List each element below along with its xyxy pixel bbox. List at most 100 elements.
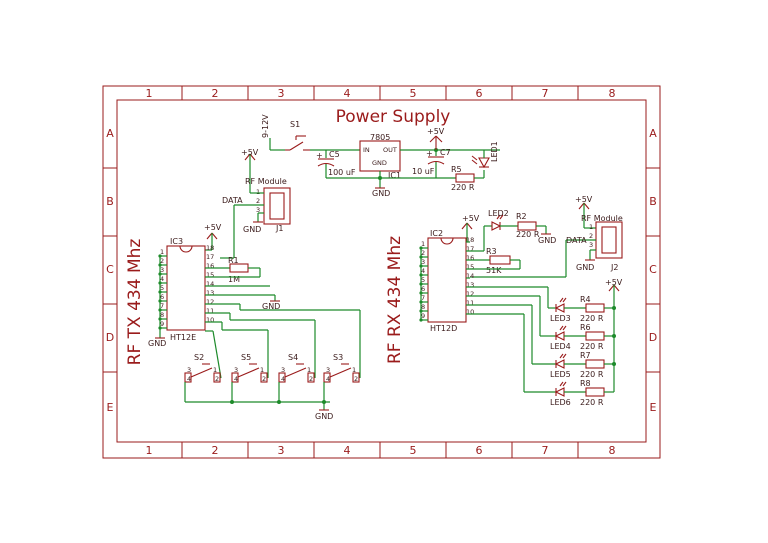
r8-ref: R8 [580, 379, 591, 388]
svg-text:3: 3 [256, 206, 260, 214]
output-led3: LED3 R4 220 R [548, 295, 616, 323]
led5-label: LED5 [550, 370, 571, 379]
ic3-ref: IC3 [170, 237, 183, 246]
col-6-bottom: 6 [476, 444, 483, 457]
col-8-bottom: 8 [609, 444, 616, 457]
col-3-top: 3 [278, 87, 285, 100]
svg-text:10: 10 [206, 316, 214, 324]
switch-s1-label: S1 [290, 120, 300, 129]
ic3-part: HT12E [170, 333, 196, 342]
rx-left-pin-wires [419, 246, 428, 322]
switch-s2-label: S2 [194, 353, 204, 362]
c7-vcc-label: +5V [427, 127, 445, 136]
svg-text:7: 7 [160, 302, 164, 310]
reg-in-label: IN [363, 146, 370, 154]
j1-module-label: RF Module [245, 177, 287, 186]
ic2-part: HT12D [430, 324, 457, 333]
j1-ref: J1 [275, 224, 283, 233]
r6-value: 220 R [580, 342, 604, 351]
j2-module-label: RF Module [581, 214, 623, 223]
svg-text:3: 3 [326, 366, 330, 374]
svg-text:4: 4 [281, 375, 285, 383]
connector-j2: 1 2 3 J2 [589, 221, 623, 272]
svg-text:2: 2 [589, 232, 593, 240]
row-c-right: C [649, 263, 657, 276]
switch-s1: S1 [285, 120, 310, 151]
col-5-bottom: 5 [410, 444, 417, 457]
svg-text:2: 2 [354, 375, 358, 383]
svg-text:12: 12 [206, 298, 214, 306]
svg-text:9: 9 [421, 312, 425, 320]
row-a-left: A [106, 127, 114, 140]
regulator-ref: IC1 [388, 171, 401, 180]
col-1-bottom: 1 [146, 444, 153, 457]
reg-out-label: OUT [383, 146, 397, 154]
svg-text:10: 10 [466, 308, 474, 316]
ic2-vcc-label: +5V [462, 214, 480, 223]
row-c-left: C [106, 263, 114, 276]
col-2-top: 2 [212, 87, 219, 100]
svg-text:2: 2 [421, 249, 425, 257]
svg-text:5: 5 [160, 284, 164, 292]
r3-value: 51K [486, 266, 502, 275]
tx-left-pin-wires [158, 254, 167, 330]
col-4-bottom: 4 [344, 444, 351, 457]
svg-text:17: 17 [206, 253, 214, 261]
connector-j1: 1 2 3 J1 [256, 187, 291, 233]
svg-text:6: 6 [160, 293, 164, 301]
svg-text:2: 2 [262, 375, 266, 383]
row-index-left: A B C D E [106, 127, 114, 414]
svg-text:12: 12 [466, 290, 474, 298]
svg-text:4: 4 [326, 375, 330, 383]
r2-gnd-label: GND [538, 236, 556, 245]
svg-text:3: 3 [589, 241, 593, 249]
svg-text:4: 4 [421, 267, 425, 275]
svg-text:5: 5 [421, 276, 425, 284]
svg-text:16: 16 [206, 262, 214, 270]
svg-text:1: 1 [421, 240, 425, 248]
reg-gnd-symbol: GND [372, 189, 390, 198]
led1: LED1 [471, 141, 499, 169]
j1-gnd-label: GND [243, 225, 261, 234]
svg-text:16: 16 [466, 254, 474, 262]
svg-text:18: 18 [206, 244, 214, 252]
col-1-top: 1 [146, 87, 153, 100]
row-index-right: A B C D E [649, 127, 657, 414]
led4-label: LED4 [550, 342, 571, 351]
col-7-top: 7 [542, 87, 549, 100]
svg-text:11: 11 [206, 307, 214, 315]
r1-ref: R1 [228, 256, 239, 265]
r5-ref: R5 [451, 165, 462, 174]
j1-vcc-label: +5V [241, 148, 259, 157]
j2-gnd-label: GND [576, 263, 594, 272]
j2-ref: J2 [610, 263, 618, 272]
svg-text:18: 18 [466, 236, 474, 244]
svg-text:15: 15 [206, 271, 214, 279]
tx-section-title: RF TX 434 Mhz [125, 239, 145, 366]
svg-text:+: + [426, 149, 433, 158]
input-voltage-label: 9-12V [261, 114, 270, 138]
led2-label: LED2 [488, 209, 509, 218]
svg-text:3: 3 [234, 366, 238, 374]
column-index-bottom: 1 2 3 4 5 6 7 8 [146, 444, 616, 457]
svg-text:14: 14 [466, 272, 474, 280]
svg-text:1: 1 [589, 223, 593, 231]
r2-value: 220 R [516, 230, 540, 239]
column-index-top: 1 2 3 4 5 6 7 8 [146, 87, 616, 100]
ic2-ref: IC2 [430, 229, 443, 238]
col-2-bottom: 2 [212, 444, 219, 457]
reg-gnd-label: GND [372, 159, 387, 167]
led2: LED2 [488, 209, 509, 231]
col-8-top: 8 [609, 87, 616, 100]
svg-text:6: 6 [421, 285, 425, 293]
led6-label: LED6 [550, 398, 571, 407]
svg-text:1: 1 [307, 366, 311, 374]
svg-text:13: 13 [206, 289, 214, 297]
svg-text:8: 8 [160, 311, 164, 319]
r7-value: 220 R [580, 370, 604, 379]
row-d-right: D [649, 331, 657, 344]
svg-text:1: 1 [352, 366, 356, 374]
